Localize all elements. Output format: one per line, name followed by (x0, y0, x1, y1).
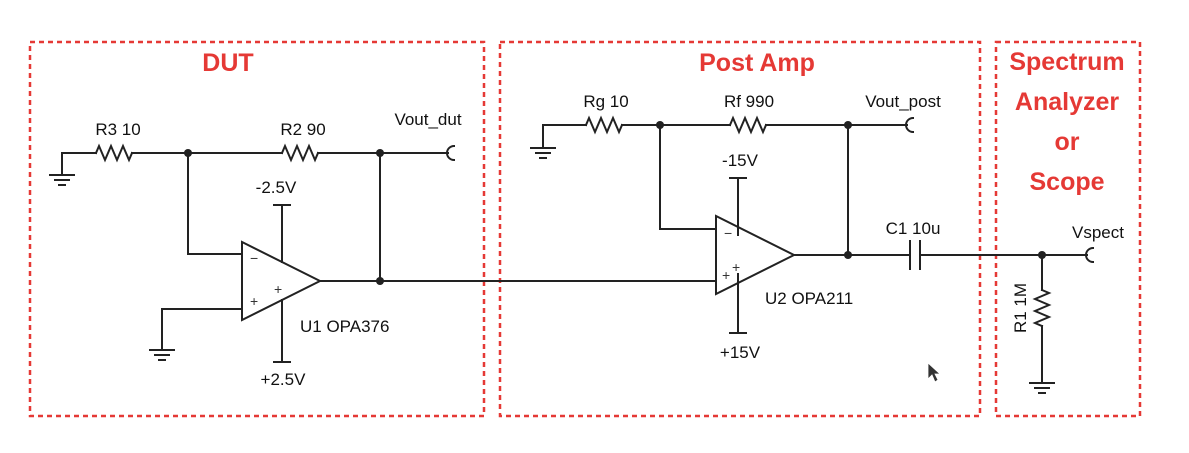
analyzer-title-1: Spectrum (1009, 48, 1124, 76)
u1-label: U1 OPA376 (300, 317, 389, 336)
port-vspect (1085, 246, 1095, 264)
ground-symbol-g2 (149, 349, 175, 361)
dut-frame (28, 40, 486, 418)
ground-symbol-g4 (1029, 382, 1055, 394)
resistor-r1 (1032, 288, 1052, 328)
ground-symbol-g1 (49, 152, 75, 186)
u2-neg-supply-label: -15V (722, 151, 759, 170)
analyzer-title-3: or (1055, 128, 1080, 156)
r3-label: R3 10 (95, 120, 140, 139)
junction-node (844, 121, 852, 129)
r2-label: R2 90 (280, 120, 325, 139)
dut-title: DUT (202, 49, 253, 77)
port-vout-dut (446, 144, 456, 162)
svg-text:−: − (724, 225, 732, 241)
c1-label: C1 10u (886, 219, 941, 238)
opamp-u2: − + + (715, 214, 797, 296)
resistor-r3 (94, 143, 134, 163)
rf-label: Rf 990 (724, 92, 774, 111)
ground-symbol-g3 (530, 124, 556, 159)
u1-pos-supply-label: +2.5V (261, 370, 307, 389)
resistor-rg (584, 115, 624, 135)
analyzer-frame (994, 40, 1142, 418)
svg-text:+: + (732, 259, 740, 275)
r1-label: R1 1M (1011, 283, 1030, 333)
analyzer-title-4: Scope (1029, 168, 1104, 196)
mouse-cursor-icon (927, 362, 942, 383)
u1-neg-supply-label: -2.5V (256, 178, 297, 197)
u2-pos-supply-label: +15V (720, 343, 761, 362)
rg-label: Rg 10 (583, 92, 628, 111)
svg-text:+: + (274, 281, 282, 297)
vout-dut-label: Vout_dut (394, 110, 461, 129)
post-amp-title: Post Amp (699, 49, 815, 77)
svg-text:+: + (250, 293, 258, 309)
analyzer-title-2: Analyzer (1015, 88, 1119, 116)
junction-node (656, 121, 664, 129)
capacitor-c1 (909, 240, 921, 270)
vout-post-label: Vout_post (865, 92, 941, 111)
junction-node (376, 149, 384, 157)
post-amp-frame (498, 40, 982, 418)
svg-text:+: + (722, 267, 730, 283)
junction-node (184, 149, 192, 157)
resistor-rf (728, 115, 768, 135)
resistor-r2 (280, 143, 320, 163)
vspect-label: Vspect (1072, 223, 1124, 242)
svg-text:−: − (250, 250, 258, 266)
port-vout-post (905, 116, 915, 134)
u2-label: U2 OPA211 (765, 289, 853, 308)
